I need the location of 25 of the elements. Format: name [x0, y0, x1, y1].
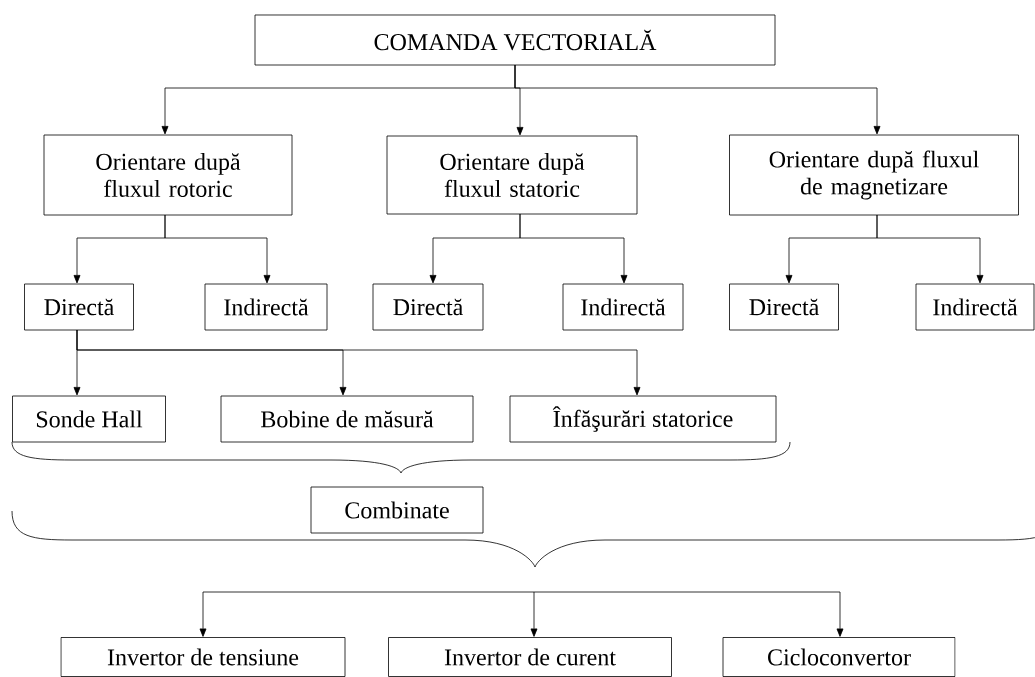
- arrow: [530, 591, 538, 637]
- box: Orientare după fluxul rotoric: [43, 134, 293, 216]
- arrow: [514, 64, 881, 135]
- box: Bobine de măsură: [220, 395, 474, 443]
- box: Combinate: [310, 486, 484, 534]
- arrow: [876, 214, 984, 284]
- box: Directă: [372, 283, 484, 331]
- box: Cicloconvertor: [722, 637, 956, 677]
- box: Indirectă: [204, 283, 328, 331]
- box: Directă: [24, 283, 134, 331]
- box: Invertor de curent: [388, 637, 672, 677]
- box: Invertor de tensiune: [60, 637, 346, 677]
- arrow: [199, 591, 535, 637]
- arrow: [164, 214, 271, 284]
- box: COMANDA VECTORIALĂ: [254, 14, 776, 66]
- box: Sonde Hall: [12, 395, 166, 443]
- arrow: [519, 213, 628, 284]
- box: Directă: [729, 283, 839, 331]
- box: Indirectă: [562, 283, 684, 331]
- arrow: [533, 591, 844, 637]
- box: Înfăşurări statorice: [509, 395, 777, 443]
- box: Orientare după fluxul statoric: [386, 135, 638, 215]
- arrow: [76, 329, 641, 396]
- box: Orientare după fluxul de magnetizare: [729, 134, 1019, 216]
- box: Indirectă: [915, 283, 1035, 331]
